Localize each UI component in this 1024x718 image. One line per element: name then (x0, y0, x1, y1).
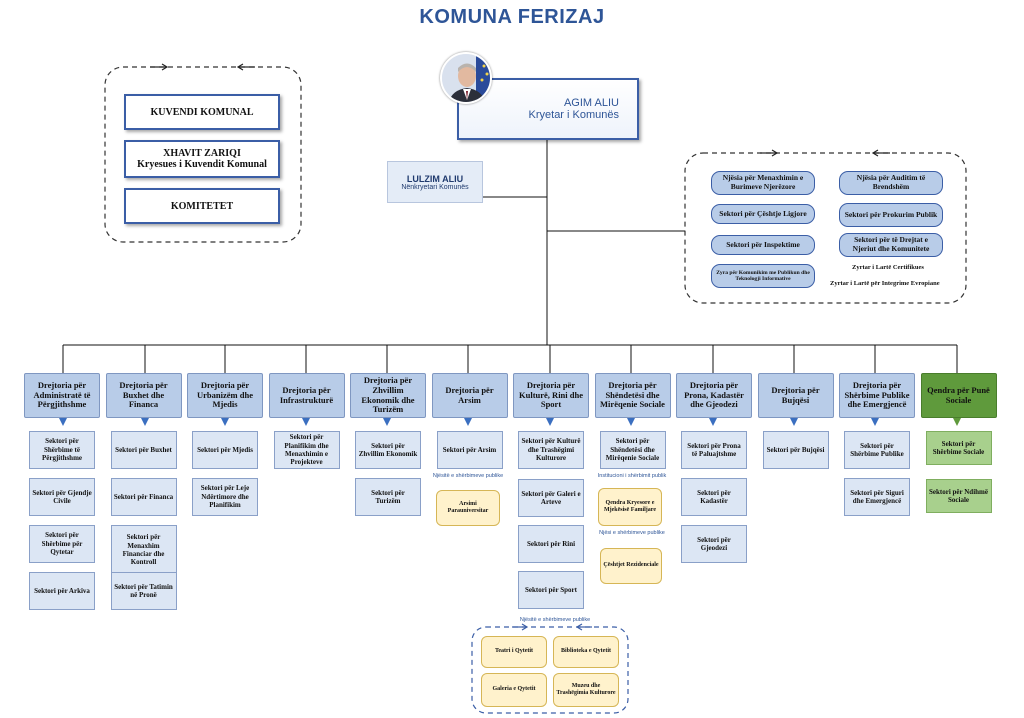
assembly-chair-role: Kryesues i Kuvendit Komunal (137, 159, 267, 170)
committees-label: KOMITETET (170, 200, 234, 212)
sector-box[interactable]: Sektori për Planifikim dhe Menaxhimin e … (273, 431, 340, 469)
deputy-role: Nënkryetari Komunës (401, 183, 469, 191)
unit-procurement[interactable]: Sektori për Prokurim Publik (839, 203, 943, 227)
service-residential[interactable]: Çështjet Rezidenciale (600, 548, 662, 584)
service-city-theatre[interactable]: Teatri i Qytetit (481, 636, 547, 668)
sector-box[interactable]: Sektori për Siguri dhe Emergjencë (844, 478, 910, 516)
sector-box[interactable]: Sektori për Tatimin në Pronë (110, 572, 177, 610)
directorate-box[interactable]: Qendra për Punë Sociale (920, 373, 997, 418)
down-arrows (59, 418, 961, 426)
directorate-box[interactable]: Drejtoria për Bujqësi (757, 373, 834, 418)
sector-box[interactable]: Sektori për Shërbime Publike (844, 431, 910, 469)
sector-box[interactable]: Sektori për Financa (110, 478, 177, 516)
service-city-gallery[interactable]: Galeria e Qytetit (481, 673, 547, 707)
directorate-box[interactable]: Drejtoria për Administratë të Përgjithsh… (24, 373, 100, 418)
sector-box[interactable]: Sektori për Shërbime të Përgjithshme (29, 431, 95, 469)
directorate-box[interactable]: Drejtoria për Shërbime Publike dhe Emerg… (839, 373, 915, 418)
service-preuniversity-education[interactable]: Arsimi Parauniversitar (436, 490, 500, 526)
health-institution-label: Institucioni i shërbimit publik (597, 473, 667, 479)
page-title: KOMUNA FERIZAJ (419, 6, 605, 28)
assembly-chair-box[interactable]: XHAVIT ZARIQI Kryesues i Kuvendit Komuna… (124, 140, 280, 178)
directorate-box[interactable]: Drejtoria për Urbanizëm dhe Mjedis (187, 373, 263, 418)
service-family-medicine[interactable]: Qendra Kryesore e Mjekësisë Familjare (598, 488, 662, 526)
sector-box[interactable]: Sektori për Zhvillim Ekonomik (355, 431, 421, 469)
sector-box[interactable]: Sektori për Ndihmë Sociale (925, 479, 992, 513)
directorate-box[interactable]: Drejtoria për Kulturë, Rini dhe Sport (513, 373, 589, 418)
mayor-photo (440, 52, 492, 104)
assembly-box[interactable]: KUVENDI KOMUNAL (124, 94, 280, 130)
deputy-box[interactable]: LULZIM ALIU Nënkryetari Komunës (387, 161, 483, 203)
service-museum[interactable]: Muzeu dhe Trashëgimia Kulturore (553, 673, 619, 707)
sector-box[interactable]: Sektori për Bujqësi (762, 431, 829, 469)
directorate-box[interactable]: Drejtoria për Shëndetësi dhe Mirëqenie S… (594, 373, 671, 418)
culture-services-label: Njësitë e shërbimeve publike (519, 617, 591, 623)
sector-box[interactable]: Sektori për Galeri e Arteve (518, 479, 584, 517)
sector-box[interactable]: Sektori për Gjendje Civile (29, 478, 95, 516)
mayor-name: AGIM ALIU (563, 97, 619, 109)
unit-inspections[interactable]: Sektori për Inspektime (711, 235, 815, 255)
unit-hr[interactable]: Njësia për Menaxhimin e Burimeve Njerëzo… (711, 171, 815, 195)
sector-box[interactable]: Sektori për Shërbime Sociale (925, 431, 992, 465)
directorate-box[interactable]: Drejtoria për Arsim (431, 373, 508, 418)
sector-box[interactable]: Sektori për Turizëm (355, 478, 421, 516)
unit-human-rights[interactable]: Sektori për të Drejtat e Njeriut dhe Kom… (839, 233, 943, 257)
sector-box[interactable]: Sektori për Rini (518, 525, 584, 563)
mayor-portrait-icon (442, 54, 490, 102)
directorate-box[interactable]: Drejtoria për Prona, Kadastër dhe Gjeode… (676, 373, 752, 418)
assembly-chair-name: XHAVIT ZARIQI (163, 148, 241, 159)
sector-box[interactable]: Sektori për Prona të Paluajtshme (681, 431, 747, 469)
sector-box[interactable]: Sektori për Gjeodezi (681, 525, 747, 563)
service-city-library[interactable]: Biblioteka e Qytetit (553, 636, 619, 668)
sector-box[interactable]: Sektori për Kulturë dhe Trashëgimi Kultu… (518, 431, 584, 469)
directorate-box[interactable]: Drejtoria për Buxhet dhe Financa (105, 373, 182, 418)
sector-box[interactable]: Sektori për Buxhet (110, 431, 177, 469)
sector-box[interactable]: Sektori për Menaxhim Financiar dhe Kontr… (110, 525, 177, 575)
deputy-name: LULZIM ALIU (406, 173, 464, 184)
sector-box[interactable]: Sektori për Sport (518, 571, 584, 609)
assembly-label: KUVENDI KOMUNAL (150, 106, 254, 118)
officer-certifying: Zyrtar i Lartë Certifikues (852, 264, 924, 271)
unit-communication[interactable]: Zyra për Komunikim me Publikun dhe Tekno… (711, 264, 815, 288)
unit-legal[interactable]: Sektori për Çështje Ligjore (711, 204, 815, 224)
sector-box[interactable]: Sektori për Shërbime për Qytetar (29, 525, 95, 563)
sector-box[interactable]: Sektori për Mjedis (192, 431, 258, 469)
directorate-box[interactable]: Drejtoria për Infrastrukturë (268, 373, 345, 418)
education-services-label: Njësitë e shërbimeve publike (432, 473, 504, 479)
sector-box[interactable]: Sektori për Shëndetësi dhe Mirëqenie Soc… (599, 431, 666, 469)
sector-box[interactable]: Sektori për Leje Ndërtimore dhe Planifik… (192, 478, 258, 516)
sector-box[interactable]: Sektori për Arsim (436, 431, 503, 469)
officer-integration: Zyrtar i Lartë për Integrime Evropiane (830, 280, 940, 287)
mayor-role: Kryetar i Komunës (528, 109, 619, 121)
mayor-box[interactable]: AGIM ALIU Kryetar i Komunës (457, 78, 639, 140)
health-services-label: Njësi e shërbimeve publike (599, 530, 665, 536)
committees-box[interactable]: KOMITETET (124, 188, 280, 224)
sector-box[interactable]: Sektori për Kadastër (681, 478, 747, 516)
sector-box[interactable]: Sektori për Arkiva (29, 572, 95, 610)
directorate-box[interactable]: Drejtoria për Zhvillim Ekonomik dhe Turi… (350, 373, 426, 418)
unit-audit[interactable]: Njësia për Auditim të Brendshëm (839, 171, 943, 195)
